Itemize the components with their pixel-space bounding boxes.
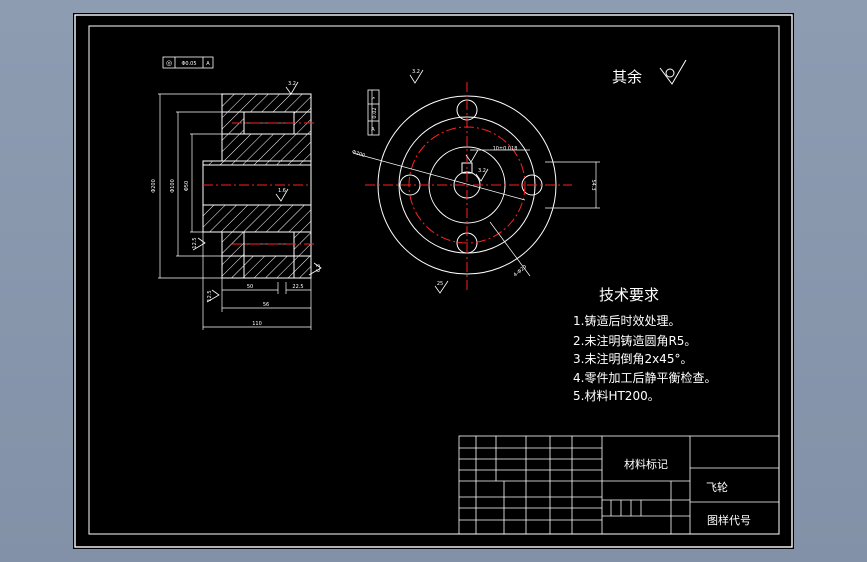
dim-width-110: 110: [252, 321, 262, 327]
dim-width-22: 22.5: [292, 284, 303, 290]
ra-top-value: 3.2: [288, 81, 296, 87]
drawing-code-label: 图样代号: [707, 513, 751, 527]
rest-roughness-label: 其余: [612, 68, 642, 86]
bolt-circle-dimension: 4-Φ20: [513, 264, 529, 278]
tech-item: 1.铸造后时效处理。: [573, 313, 680, 328]
dim-mid-diameter: Φ100: [170, 179, 176, 192]
dim-inner-diameter: Φ50: [184, 181, 190, 191]
inner-frame: [88, 25, 780, 535]
roughness-symbol: [409, 69, 489, 294]
hub-diameter: Φ200: [351, 149, 366, 159]
dim-width-50: 50: [247, 284, 253, 290]
rest-roughness-icon: [659, 59, 687, 85]
section-dimensions: [158, 93, 312, 330]
ra-bore-value: 1.6: [278, 188, 286, 194]
section-view: [202, 93, 312, 279]
section-hatch: [243, 255, 295, 279]
roughness-symbol: [192, 81, 322, 303]
tech-title: 技术要求: [599, 286, 659, 304]
keyway-roughness: 3.2: [478, 168, 486, 174]
face-dimensions: [352, 90, 600, 277]
ra-right-value: 6.3: [316, 264, 322, 272]
material-label: 材料标记: [624, 457, 668, 471]
dim-width-56: 56: [263, 302, 269, 308]
title-block: [458, 435, 780, 535]
section-hatch: [202, 204, 312, 233]
tolerance-datum: A: [206, 61, 210, 67]
ra-bottom-value: 12.5: [207, 290, 213, 301]
dim-outer-diameter: Φ200: [151, 179, 157, 192]
right-dimension: 54.3: [590, 179, 596, 190]
outer-frame: [74, 14, 793, 548]
ra-left-value: 12.5: [192, 237, 198, 248]
section-hatch: [202, 160, 312, 166]
section-hatch: [221, 133, 312, 162]
face-ra-top: 3.2: [412, 69, 420, 75]
tech-item: 2.未注明铸造圆角R5。: [573, 333, 696, 348]
part-name: 飞轮: [706, 480, 728, 494]
tech-item: 3.未注明倒角2x45°。: [573, 351, 692, 366]
section-hatch: [221, 93, 312, 113]
runout-datum: A: [371, 127, 375, 133]
keyway-dimension: 10±0.018: [493, 146, 518, 152]
runout-symbol: ↗: [371, 96, 375, 102]
section-hatch: [293, 255, 312, 279]
face-ra-bottom: 25: [437, 281, 443, 287]
tech-item: 5.材料HT200。: [573, 389, 660, 403]
tolerance-value: Φ0.05: [181, 61, 196, 67]
tolerance-symbol: ◎: [166, 59, 172, 67]
tolerance-frame: [162, 56, 214, 69]
runout-frame: [367, 89, 380, 136]
section-dim-text: Φ200 Φ100 Φ50 50 22.5 56 110 3.2 1.6 12.…: [151, 81, 322, 327]
face-centerlines: [365, 82, 572, 290]
runout-value: 0.02: [372, 107, 378, 118]
face-dim-text: 3.2 10±0.018 3.2 Φ200 4-Φ20 54.3 25: [351, 69, 596, 287]
tech-item: 4.零件加工后静平衡检查。: [573, 370, 716, 385]
section-hatch: [221, 255, 245, 279]
